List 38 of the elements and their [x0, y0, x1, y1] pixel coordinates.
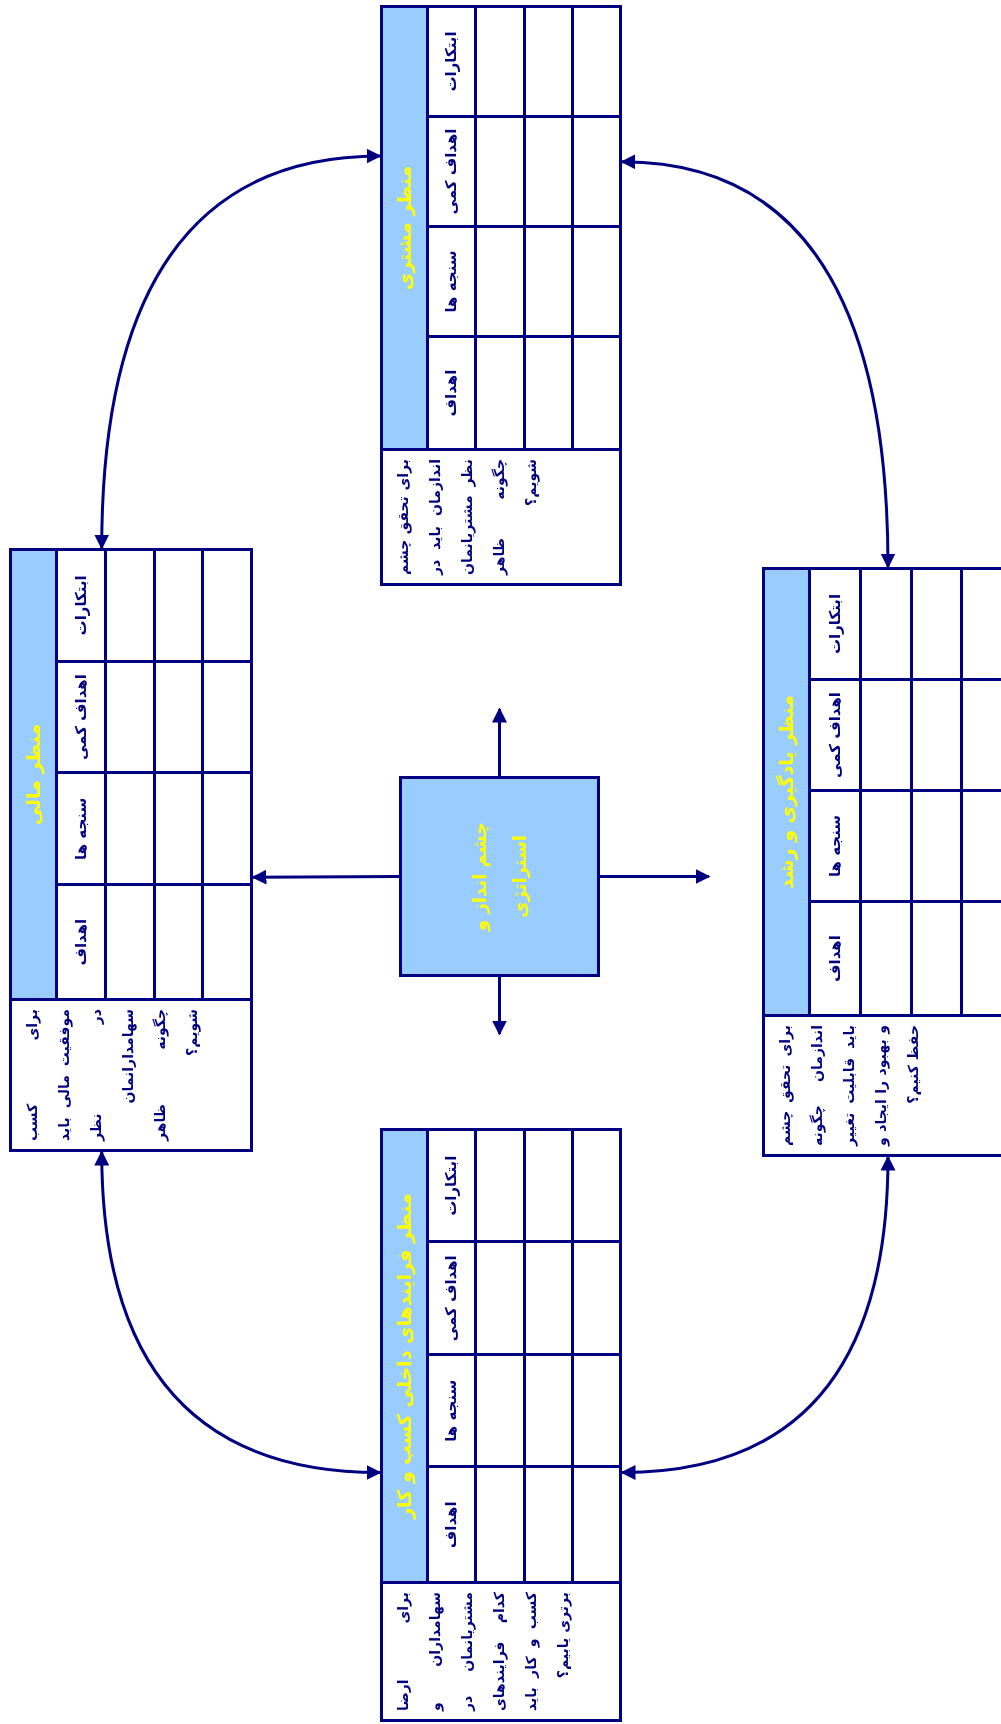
vision-text: چشم انداز و استراتژی: [467, 821, 532, 934]
scorecard-table: [9, 548, 253, 1152]
column-heading: ابتکارات: [58, 551, 104, 663]
column-heading: اهداف: [824, 934, 845, 984]
column-heading: اهداف: [441, 368, 462, 419]
column-heading: اهداف: [70, 917, 91, 968]
column-heading: اهداف کمی: [811, 681, 859, 792]
column-heading: ابتکارات: [811, 570, 859, 681]
column-heading: اهداف کمی: [429, 1243, 475, 1356]
question-text: برای کسب موفقیت مالی باید در نظر سهامدارانمان چگونه ظاهر شویم؟: [23, 1009, 202, 1141]
column-heading: سنجه ها: [429, 1356, 475, 1469]
double-arrow: [620, 155, 896, 569]
arrow: [251, 869, 399, 885]
column-heading: سنجه ها: [58, 774, 104, 887]
column-heading: اهداف کمی: [429, 118, 475, 228]
column-heading: اهداف: [441, 1500, 462, 1551]
column-heading: ابتکارات: [429, 8, 475, 118]
column-heading: ابتکارات: [429, 1131, 475, 1244]
arrow: [492, 977, 507, 1036]
double-arrow: [94, 1150, 382, 1480]
scorecard-table: [380, 1128, 622, 1722]
arrow: [492, 707, 507, 776]
perspective-header: منظر یادگیری و رشد: [765, 570, 811, 1014]
question-text: برای تحقق چشم اندازمان باید در نظر مشتریانمان چگونه ظاهر شویم؟: [394, 459, 541, 575]
perspective-header: منظر مشتری: [383, 8, 429, 448]
arrow: [600, 869, 711, 884]
double-arrow: [620, 1155, 895, 1480]
vision-box: [399, 776, 600, 977]
perspective-header: منظر مالی: [12, 551, 58, 998]
scorecard-table: [762, 567, 1001, 1157]
column-heading: سنجه ها: [811, 792, 859, 903]
column-heading: اهداف کمی: [58, 662, 104, 775]
perspective-header: منظر فرایندهای داخلی کسب و کار: [383, 1131, 429, 1581]
question-text: برای تحقق چشم اندازمان چگونه باید قابلیت تغییر و بهبود را ایجاد و حفظ کنیم؟: [776, 1025, 922, 1146]
question-text: برای ارضا سهامداران و مشتریانمان در کدام فرایندهای کسب و کار باید برتری یابیم؟: [394, 1592, 573, 1711]
scorecard-table: [380, 5, 622, 586]
double-arrow: [94, 149, 382, 550]
column-heading: سنجه ها: [429, 228, 475, 338]
